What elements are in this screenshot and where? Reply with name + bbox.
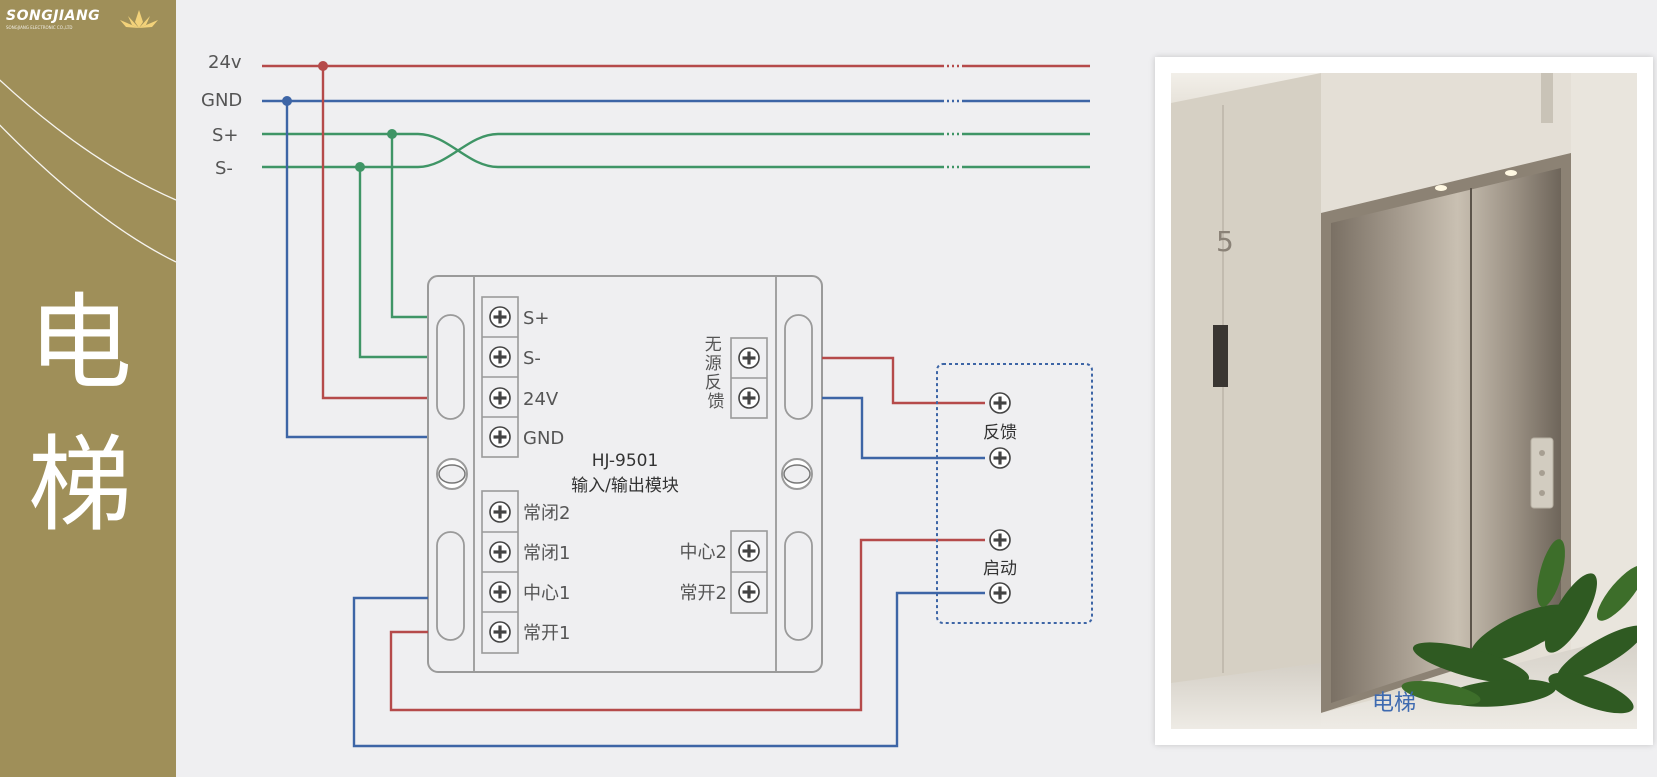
terminal-screw-icon <box>738 387 760 409</box>
junction-dot <box>282 96 292 106</box>
mounting-hole <box>781 458 813 490</box>
sidebar-title: 电 梯 <box>20 272 140 556</box>
elevator-wires <box>352 356 985 748</box>
bus-gnd: GND <box>201 90 1090 111</box>
terminal-screw-icon <box>489 387 511 409</box>
mounting-hole <box>436 458 468 490</box>
elevator-photo: 5 <box>1171 73 1637 729</box>
terminal-label: 24V <box>523 389 559 410</box>
passive-feedback-label: 无 源 反 馈 <box>705 335 727 412</box>
sidebar-title-line1: 电 <box>27 282 132 404</box>
terminal-screw-icon <box>489 426 511 448</box>
potted-plant-icon <box>1401 539 1637 714</box>
photo-caption: 电梯 <box>1372 691 1417 716</box>
bus-s-plus: S+ <box>212 125 1090 169</box>
bus-label-s-plus: S+ <box>212 125 239 146</box>
wiring-diagram: 24v GND S+ S- <box>201 52 1093 748</box>
floor-number: 5 <box>1216 225 1234 258</box>
bus-label-s-minus: S- <box>215 158 233 179</box>
terminal-screw-icon <box>738 347 760 369</box>
terminal-label: S- <box>523 348 541 369</box>
elevator-photo-card: 5 <box>1155 57 1653 745</box>
terminal-label: 常闭1 <box>523 543 570 564</box>
terminal-screw-icon <box>489 501 511 523</box>
terminal-screw-icon <box>489 306 511 328</box>
terminal-screw-icon <box>989 529 1011 551</box>
bus-label-24v: 24v <box>208 52 242 73</box>
terminal-screw-icon <box>489 621 511 643</box>
sidebar-decor-arcs <box>0 79 176 263</box>
sidebar-title-line2: 梯 <box>27 424 132 546</box>
logo-text: SONGJIANG <box>6 8 101 24</box>
terminal-screw-icon <box>989 582 1011 604</box>
terminal-screw-icon <box>989 392 1011 414</box>
company-logo: SONGJIANG SONGJIANG ELECTRONIC CO.,LTD <box>6 8 100 30</box>
terminal-label: 中心2 <box>680 542 727 563</box>
junction-dot <box>387 129 397 139</box>
terminal-screw-icon <box>738 581 760 603</box>
terminal-label: GND <box>523 428 564 449</box>
junction-dot <box>355 162 365 172</box>
terminal-screw-icon <box>489 581 511 603</box>
bus-24v: 24v <box>208 52 1090 73</box>
start-label: 启动 <box>983 559 1017 579</box>
lotus-logo-icon <box>120 10 158 28</box>
bus-label-gnd: GND <box>201 90 242 111</box>
terminal-label: 常开2 <box>680 583 727 604</box>
bus-s-minus: S- <box>215 132 1090 179</box>
elevator-control-box: 反馈 启动 <box>936 363 1093 624</box>
feedback-label: 反馈 <box>983 423 1017 443</box>
junction-dot <box>318 61 328 71</box>
logo-subtext: SONGJIANG ELECTRONIC CO.,LTD <box>6 25 73 30</box>
module-model: HJ-9501 <box>592 451 659 471</box>
terminal-label: 中心1 <box>523 583 570 604</box>
module-name: 输入/输出模块 <box>571 476 679 496</box>
sidebar: SONGJIANG SONGJIANG ELECTRONIC CO.,LTD 电… <box>0 0 176 777</box>
terminal-screw-icon <box>738 540 760 562</box>
terminal-label: S+ <box>523 308 550 329</box>
terminal-label: 常开1 <box>523 623 570 644</box>
module-feed-wires <box>285 66 428 439</box>
terminal-screw-icon <box>989 447 1011 469</box>
terminal-screw-icon <box>489 541 511 563</box>
terminal-label: 常闭2 <box>523 503 570 524</box>
bus-continuation-dots <box>942 64 962 169</box>
io-module: S+ S- 24V GND 常闭2 常闭1 中心1 常开1 无 源 反 馈 中 <box>427 275 823 673</box>
terminal-screw-icon <box>489 346 511 368</box>
